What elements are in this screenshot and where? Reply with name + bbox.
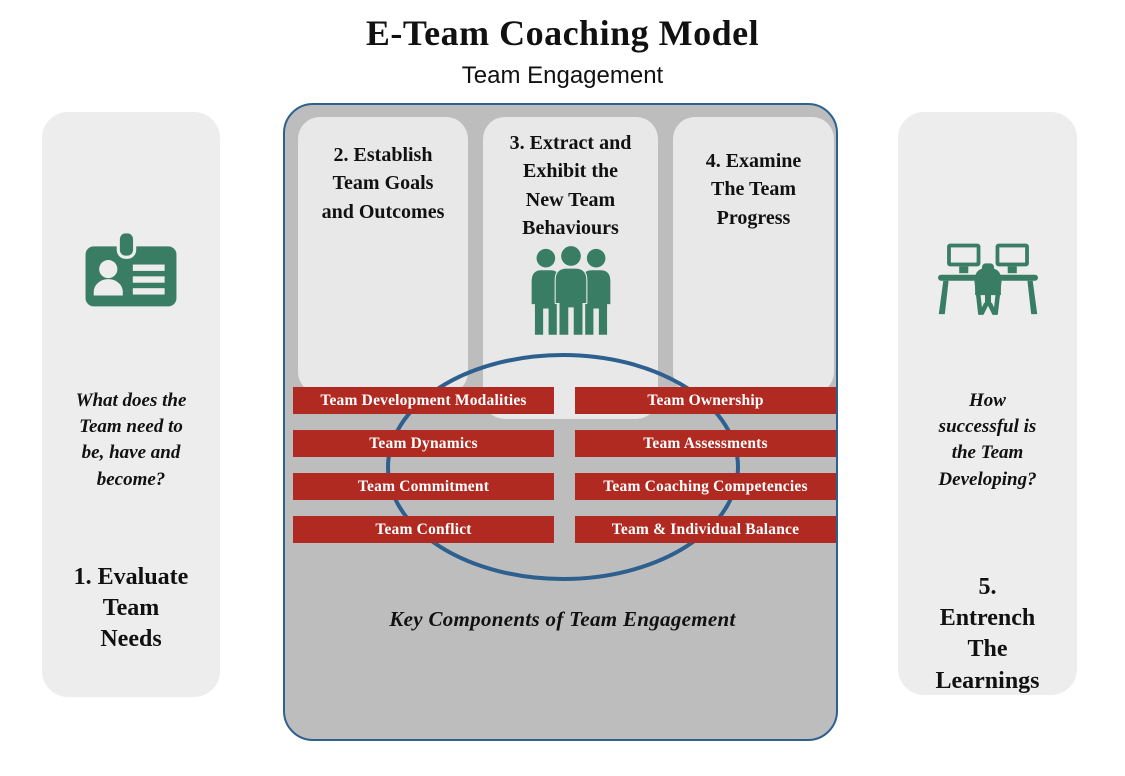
workstations-icon [937,242,1038,318]
page-title: E-Team Coaching Model [365,13,760,53]
left-step-label: 1. Evaluate Team Needs [73,564,189,653]
component-bar: Team Development Modalities [293,387,554,414]
column-heading: 3. Extract and Exhibit the New Team Beha… [509,132,632,240]
column-heading: 4. Examine The Team Progress [705,150,802,229]
component-bar: Team Ownership [575,387,836,414]
left-question-text: What does the Team need to be, have and … [75,390,187,490]
panel-caption: Key Components of Team Engagement [389,607,736,631]
component-bar: Team Coaching Competencies [575,473,836,500]
column-heading: 2. Establish Team Goals and Outcomes [321,144,445,223]
right-step-label: 5. Entrench The Learnings [935,574,1040,694]
column-examine-progress: 4. Examine The Team Progress [673,117,834,394]
team-engagement-panel: 2. Establish Team Goals and Outcomes 3. … [283,103,838,741]
column-extract-exhibit: 3. Extract and Exhibit the New Team Beha… [483,117,658,419]
component-bars-left: Team Development Modalities Team Dynamic… [293,387,554,559]
component-bars-right: Team Ownership Team Assessments Team Coa… [575,387,836,559]
component-bar: Team Assessments [575,430,836,457]
panel-entrench-learnings: How successful is the Team Developing? 5… [898,112,1077,695]
column-establish-goals: 2. Establish Team Goals and Outcomes [298,117,468,394]
id-card-icon [85,230,177,310]
right-question-text: How successful is the Team Developing? [938,390,1037,490]
team-people-icon [524,245,618,337]
page-subtitle: Team Engagement [461,62,664,89]
component-bar: Team Dynamics [293,430,554,457]
component-bar: Team Commitment [293,473,554,500]
component-bar: Team & Individual Balance [575,516,836,543]
component-bar: Team Conflict [293,516,554,543]
panel-evaluate-team-needs: What does the Team need to be, have and … [42,112,220,697]
